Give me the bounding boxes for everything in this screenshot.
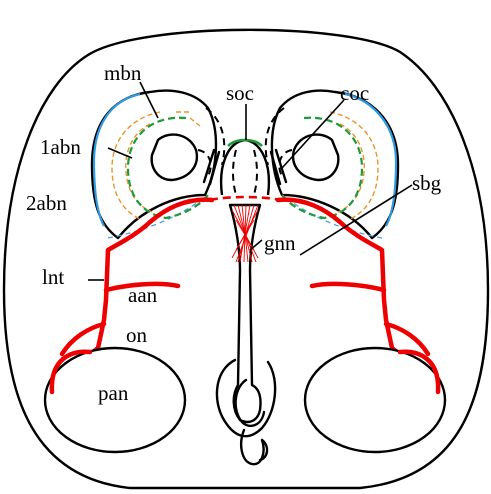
left-inner-opening xyxy=(152,135,197,180)
label-sbg: sbg xyxy=(412,171,442,195)
label-on: on xyxy=(126,323,148,347)
right-posterior-oval xyxy=(305,348,445,452)
label-2abn: 2abn xyxy=(26,191,67,215)
label-lnt: lnt xyxy=(42,265,64,289)
label-coc: coc xyxy=(340,81,369,105)
label-gnn: gnn xyxy=(264,231,296,255)
soc-dome xyxy=(221,140,269,195)
label-soc: soc xyxy=(226,81,254,105)
label-pan: pan xyxy=(98,381,129,405)
label-aan: aan xyxy=(128,283,158,307)
label-1abn: 1abn xyxy=(40,135,81,159)
right-inner-opening xyxy=(293,135,338,180)
label-mbn: mbn xyxy=(104,61,142,85)
red-dashed-bridge xyxy=(210,197,280,200)
right-aan-branch xyxy=(312,284,384,290)
